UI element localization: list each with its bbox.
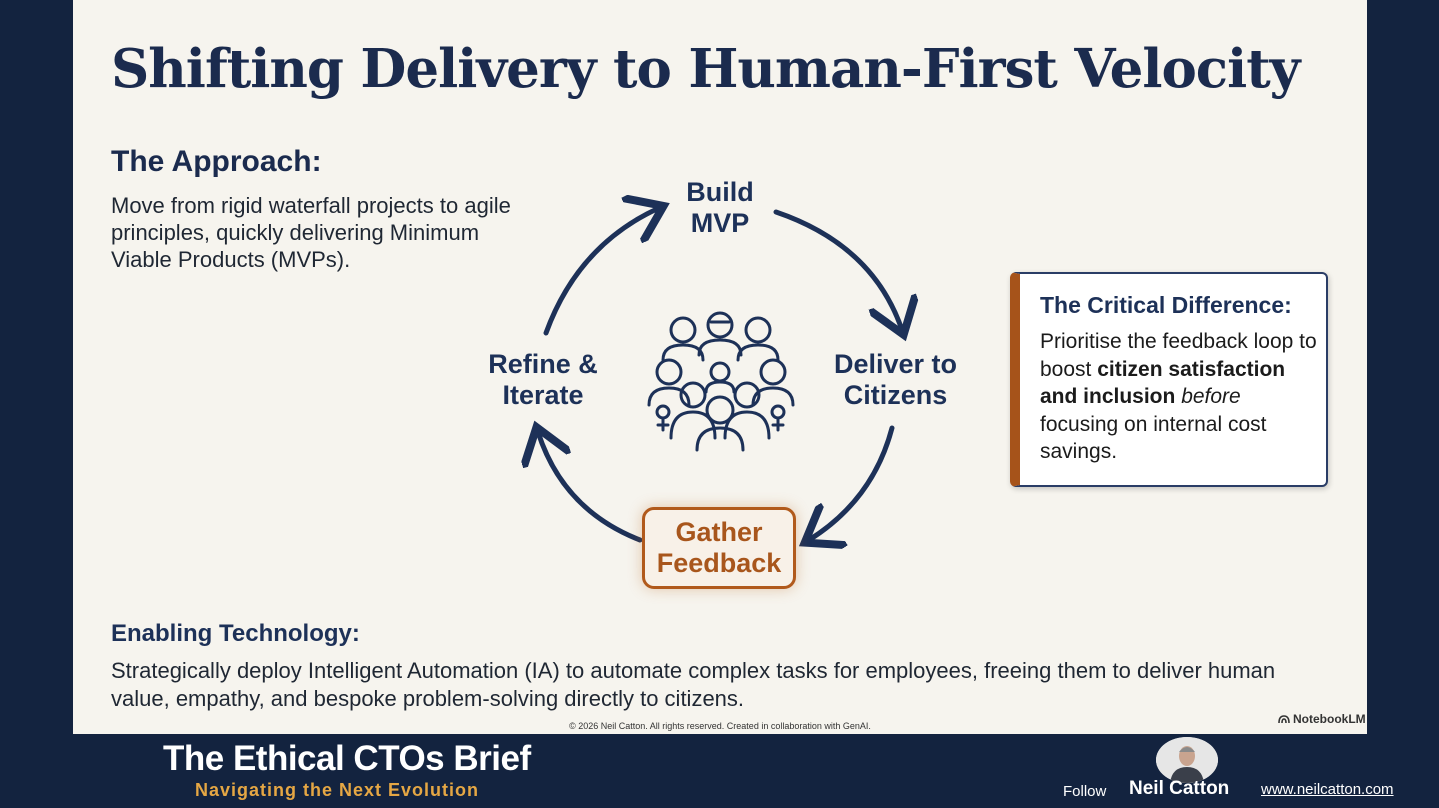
critical-body: Prioritise the feedback loop to boost ci… <box>1040 328 1318 466</box>
watermark-text: NotebookLM <box>1293 712 1366 726</box>
approach-heading: The Approach: <box>111 145 322 178</box>
arrow-refine-to-build <box>543 208 659 336</box>
critical-heading: The Critical Difference: <box>1040 292 1292 318</box>
approach-body: Move from rigid waterfall projects to ag… <box>111 193 511 272</box>
notebooklm-logo-icon <box>1278 715 1290 724</box>
arrow-deliver-to-gather <box>809 425 895 540</box>
step-build-mvp: Build MVP <box>686 177 754 238</box>
avatar <box>1156 737 1218 783</box>
profile-photo-icon <box>1156 737 1218 783</box>
critical-body-part-2: focusing on internal cost savings. <box>1040 412 1267 464</box>
brief-subtitle: Navigating the Next Evolution <box>195 780 480 800</box>
arrow-gather-to-refine <box>538 432 643 543</box>
slide: Shifting Delivery to Human-First Velocit… <box>73 0 1367 734</box>
critical-body-bold: citizen satisfaction and inclusion <box>1040 357 1286 409</box>
critical-body-italic: before <box>1181 385 1241 408</box>
enabling-body: Strategically deploy Intelligent Automat… <box>111 658 1276 711</box>
cycle-diagram <box>73 0 1367 734</box>
follow-label: Follow <box>1063 783 1107 800</box>
brief-title: The Ethical CTOs Brief <box>163 739 531 778</box>
slide-title: Shifting Delivery to Human-First Velocit… <box>111 38 1300 100</box>
author-name: Neil Catton <box>1129 778 1230 799</box>
website-link[interactable]: www.neilcatton.com <box>1261 781 1394 798</box>
step-deliver-to-citizens: Deliver to Citizens <box>833 349 958 410</box>
copyright-notice: © 2026 Neil Catton. All rights reserved.… <box>569 721 871 731</box>
arrow-build-to-deliver <box>773 209 902 330</box>
step-gather-feedback: Gather Feedback <box>656 517 782 578</box>
step-refine-iterate: Refine & Iterate <box>488 349 598 410</box>
people-group-icon <box>647 311 795 452</box>
critical-body-part-1: Prioritise the feedback loop to boost <box>1040 330 1317 381</box>
notebooklm-watermark: NotebookLM <box>1278 712 1366 726</box>
critical-difference-callout: The Critical Difference: Prioritise the … <box>1010 272 1328 487</box>
step-gather-feedback-box: Gather Feedback <box>642 507 796 589</box>
enabling-heading: Enabling Technology: <box>111 620 360 647</box>
